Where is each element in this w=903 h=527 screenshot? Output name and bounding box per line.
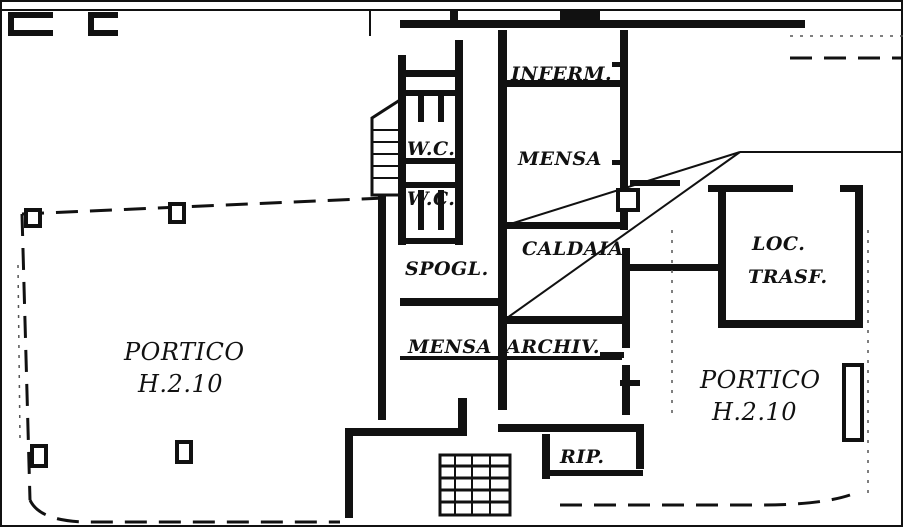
portico-right-height: H.2.10 [711, 398, 797, 426]
mensa-top-label: MENSA [517, 148, 602, 170]
loc-trasf-line1: LOC. [751, 233, 805, 255]
top-left-fixtures [8, 12, 118, 36]
caldaia-label: CALDAIA [522, 238, 624, 260]
portico-left-height: H.2.10 [137, 370, 223, 398]
portico-left-name: PORTICO [123, 338, 245, 366]
portico-right-details [560, 230, 869, 507]
loc-trasf-room-walls [616, 180, 863, 328]
archiv-label: ARCHIV. [504, 336, 600, 358]
portico-right-name: PORTICO [699, 366, 821, 394]
mensa-bottom-label: MENSA [407, 336, 492, 358]
diagonal-lines [506, 151, 903, 319]
wc-bottom-label: W.C. [407, 188, 455, 210]
rip-label: RIP. [559, 446, 604, 468]
spogl-label: SPOGL. [405, 258, 489, 280]
top-right-fragments [369, 10, 903, 60]
central-block-walls [345, 30, 644, 518]
portico-left-columns [24, 202, 193, 468]
inferm-label: INFERM. [510, 63, 612, 85]
portico-left-outline [17, 196, 386, 524]
loc-trasf-line2: TRASF. [748, 266, 828, 288]
wc-top-label: W.C. [407, 138, 455, 160]
